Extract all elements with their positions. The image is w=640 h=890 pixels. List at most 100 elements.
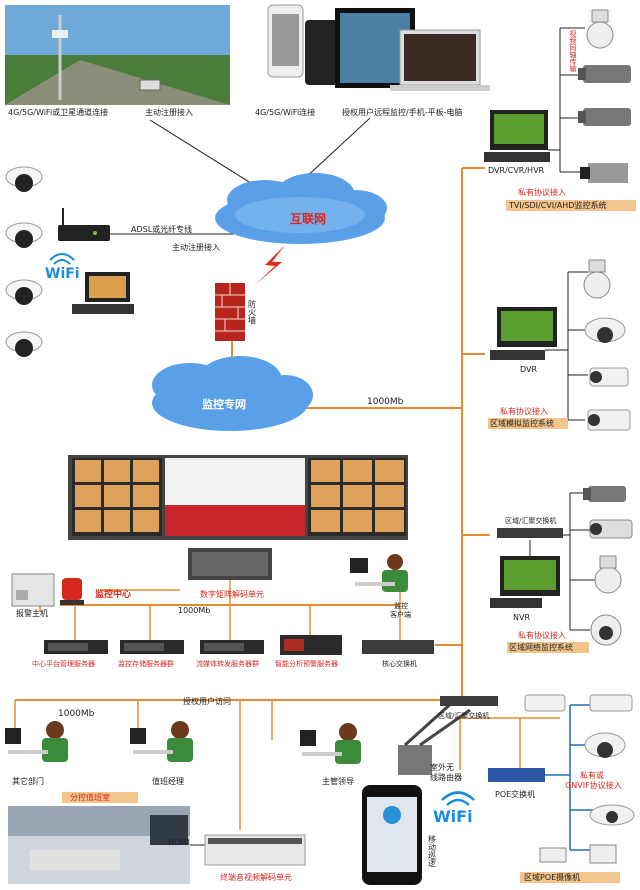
connection-lines (14, 27, 595, 851)
wifi-label-bottom: WiFi (433, 807, 473, 826)
monitoring-client-icon (350, 554, 408, 592)
poe-switch-icon (488, 768, 545, 782)
ptz-camera-icon (586, 9, 614, 49)
system2-caption1: 私有协议接入 (500, 406, 548, 416)
firewall-label: 防火墙 (248, 299, 257, 325)
server-label-2: 监控存储服务器群 (118, 659, 174, 668)
adsl-line-1: ADSL或光纤专线 (131, 224, 192, 234)
poe-cams-label: 区域POE摄像机 (524, 872, 580, 882)
system1-band (506, 200, 636, 211)
area-switch-label: 区域/汇聚交换机 (438, 711, 489, 720)
top-left-caption-2: 主动注册接入 (145, 107, 193, 117)
hdmi-label: HDMI (168, 838, 189, 847)
system3-device: NVR (513, 613, 530, 622)
operator-icon (130, 721, 193, 762)
dome-camera-icon (5, 166, 43, 192)
ptz-camera-icon (590, 614, 622, 646)
control-center-label: 监控中心 (95, 588, 131, 600)
decoder-label: 终端音视频解码单元 (220, 872, 292, 882)
onvif-label-2: ONVIF协议接入 (565, 780, 622, 790)
area-switch-icon (497, 528, 563, 538)
leader-label: 主管领导 (322, 776, 354, 786)
dome-camera-icon (584, 732, 626, 758)
mobile-phone-icon (362, 785, 422, 885)
server-label-4: 智能分析预警服务器 (275, 659, 338, 668)
phone-tablet-laptop-icon (267, 4, 490, 91)
router-label-1: 室外无 (430, 762, 454, 772)
bullet-camera-icon (589, 519, 633, 539)
system2-band (488, 418, 568, 429)
operator-icon (300, 723, 361, 764)
router-label-2: 线路由器 (430, 772, 462, 782)
alarm-light-icon (60, 578, 84, 605)
lightning-icon (255, 245, 285, 285)
system3-switch: 区域/汇聚交换机 (505, 516, 556, 525)
manager-label: 值班经理 (152, 776, 184, 786)
bullet-camera-icon (524, 694, 566, 712)
duty-room-label: 分控值班室 (70, 792, 110, 802)
matrix-label: 数字矩阵解码单元 (200, 589, 264, 599)
coax-vertical-label: 视频同轴传输 (569, 29, 577, 73)
dome-camera-icon (5, 331, 43, 357)
dvr-monitor-icon (490, 307, 557, 360)
alarm-host-icon (11, 573, 55, 607)
dept-label: 其它部门 (12, 776, 44, 786)
dome-camera-icon (584, 317, 626, 343)
duty-room-photo (8, 806, 190, 884)
top-right-caption-2: 授权用户远程监控/手机-平板-电脑 (342, 107, 462, 117)
control-center-speed: 1000Mb (178, 606, 210, 615)
bullet-camera-icon (578, 108, 631, 126)
mobile-label: 移动巡逻 (428, 834, 437, 868)
system1-caption1: 私有协议接入 (518, 187, 566, 197)
private-network-cloud (152, 356, 313, 431)
dome-camera-icon (5, 222, 43, 248)
nvr-monitor-icon (490, 556, 560, 608)
poe-cams-band (520, 872, 620, 883)
satellite-tower-photo (5, 5, 230, 105)
private-net-speed: 1000Mb (367, 397, 404, 407)
video-wall-photo (68, 455, 408, 540)
system3-caption2: 区域网络监控系统 (509, 642, 573, 652)
core-switch-label: 核心交换机 (382, 659, 417, 668)
server-icon (200, 640, 264, 654)
box-camera-icon (539, 844, 617, 864)
poe-switch-label: POE交换机 (495, 789, 535, 799)
dome-camera-icon (5, 279, 43, 305)
server-icon (120, 640, 184, 654)
bullet-camera-icon (583, 486, 626, 502)
ptz-camera-icon (583, 259, 611, 299)
area-switch-icon-bottom (440, 696, 498, 706)
system3-band (507, 642, 589, 653)
touch-dvr-icon (72, 272, 134, 314)
bullet-camera-icon (578, 65, 631, 83)
system2-caption2: 区域模拟监控系统 (490, 418, 554, 428)
server-icon (44, 640, 108, 654)
bullet-camera-icon (587, 409, 631, 431)
ptz-camera-icon (594, 555, 622, 594)
bottom-speed: 1000Mb (58, 709, 95, 719)
server-label-3: 流媒体转发服务器群 (196, 659, 259, 668)
wifi-label-left: WiFi (45, 266, 80, 282)
fisheye-camera-icon (589, 804, 635, 826)
client-label-2: 客户端 (390, 610, 411, 619)
auth-access-label: 授权用户访问 (183, 696, 231, 706)
onvif-label-1: 私有或 (580, 770, 604, 780)
adsl-router-icon (58, 208, 110, 241)
system1-caption2: TVI/SDI/CVI/AHD监控系统 (508, 200, 606, 210)
server-label-1: 中心平台管理服务器 (32, 659, 95, 668)
top-right-caption: 4G/5G/WiFi连接 (255, 107, 315, 117)
client-label-1: 监控 (394, 601, 408, 610)
firewall-icon (215, 283, 245, 341)
system1-device: DVR/CVR/HVR (488, 166, 545, 175)
wifi-icon (49, 253, 75, 265)
outdoor-router-icon (398, 698, 471, 775)
private-net-label: 监控专网 (202, 397, 246, 411)
terminal-decoder-icon (204, 834, 306, 866)
wifi-icon (441, 791, 475, 806)
dvr-monitor-icon (484, 110, 550, 162)
box-camera-icon (580, 163, 628, 183)
top-left-caption: 4G/5G/WiFi或卫星通道连接 (8, 107, 108, 117)
bullet-camera-icon (589, 367, 629, 387)
matrix-decoder-icon (188, 548, 272, 580)
